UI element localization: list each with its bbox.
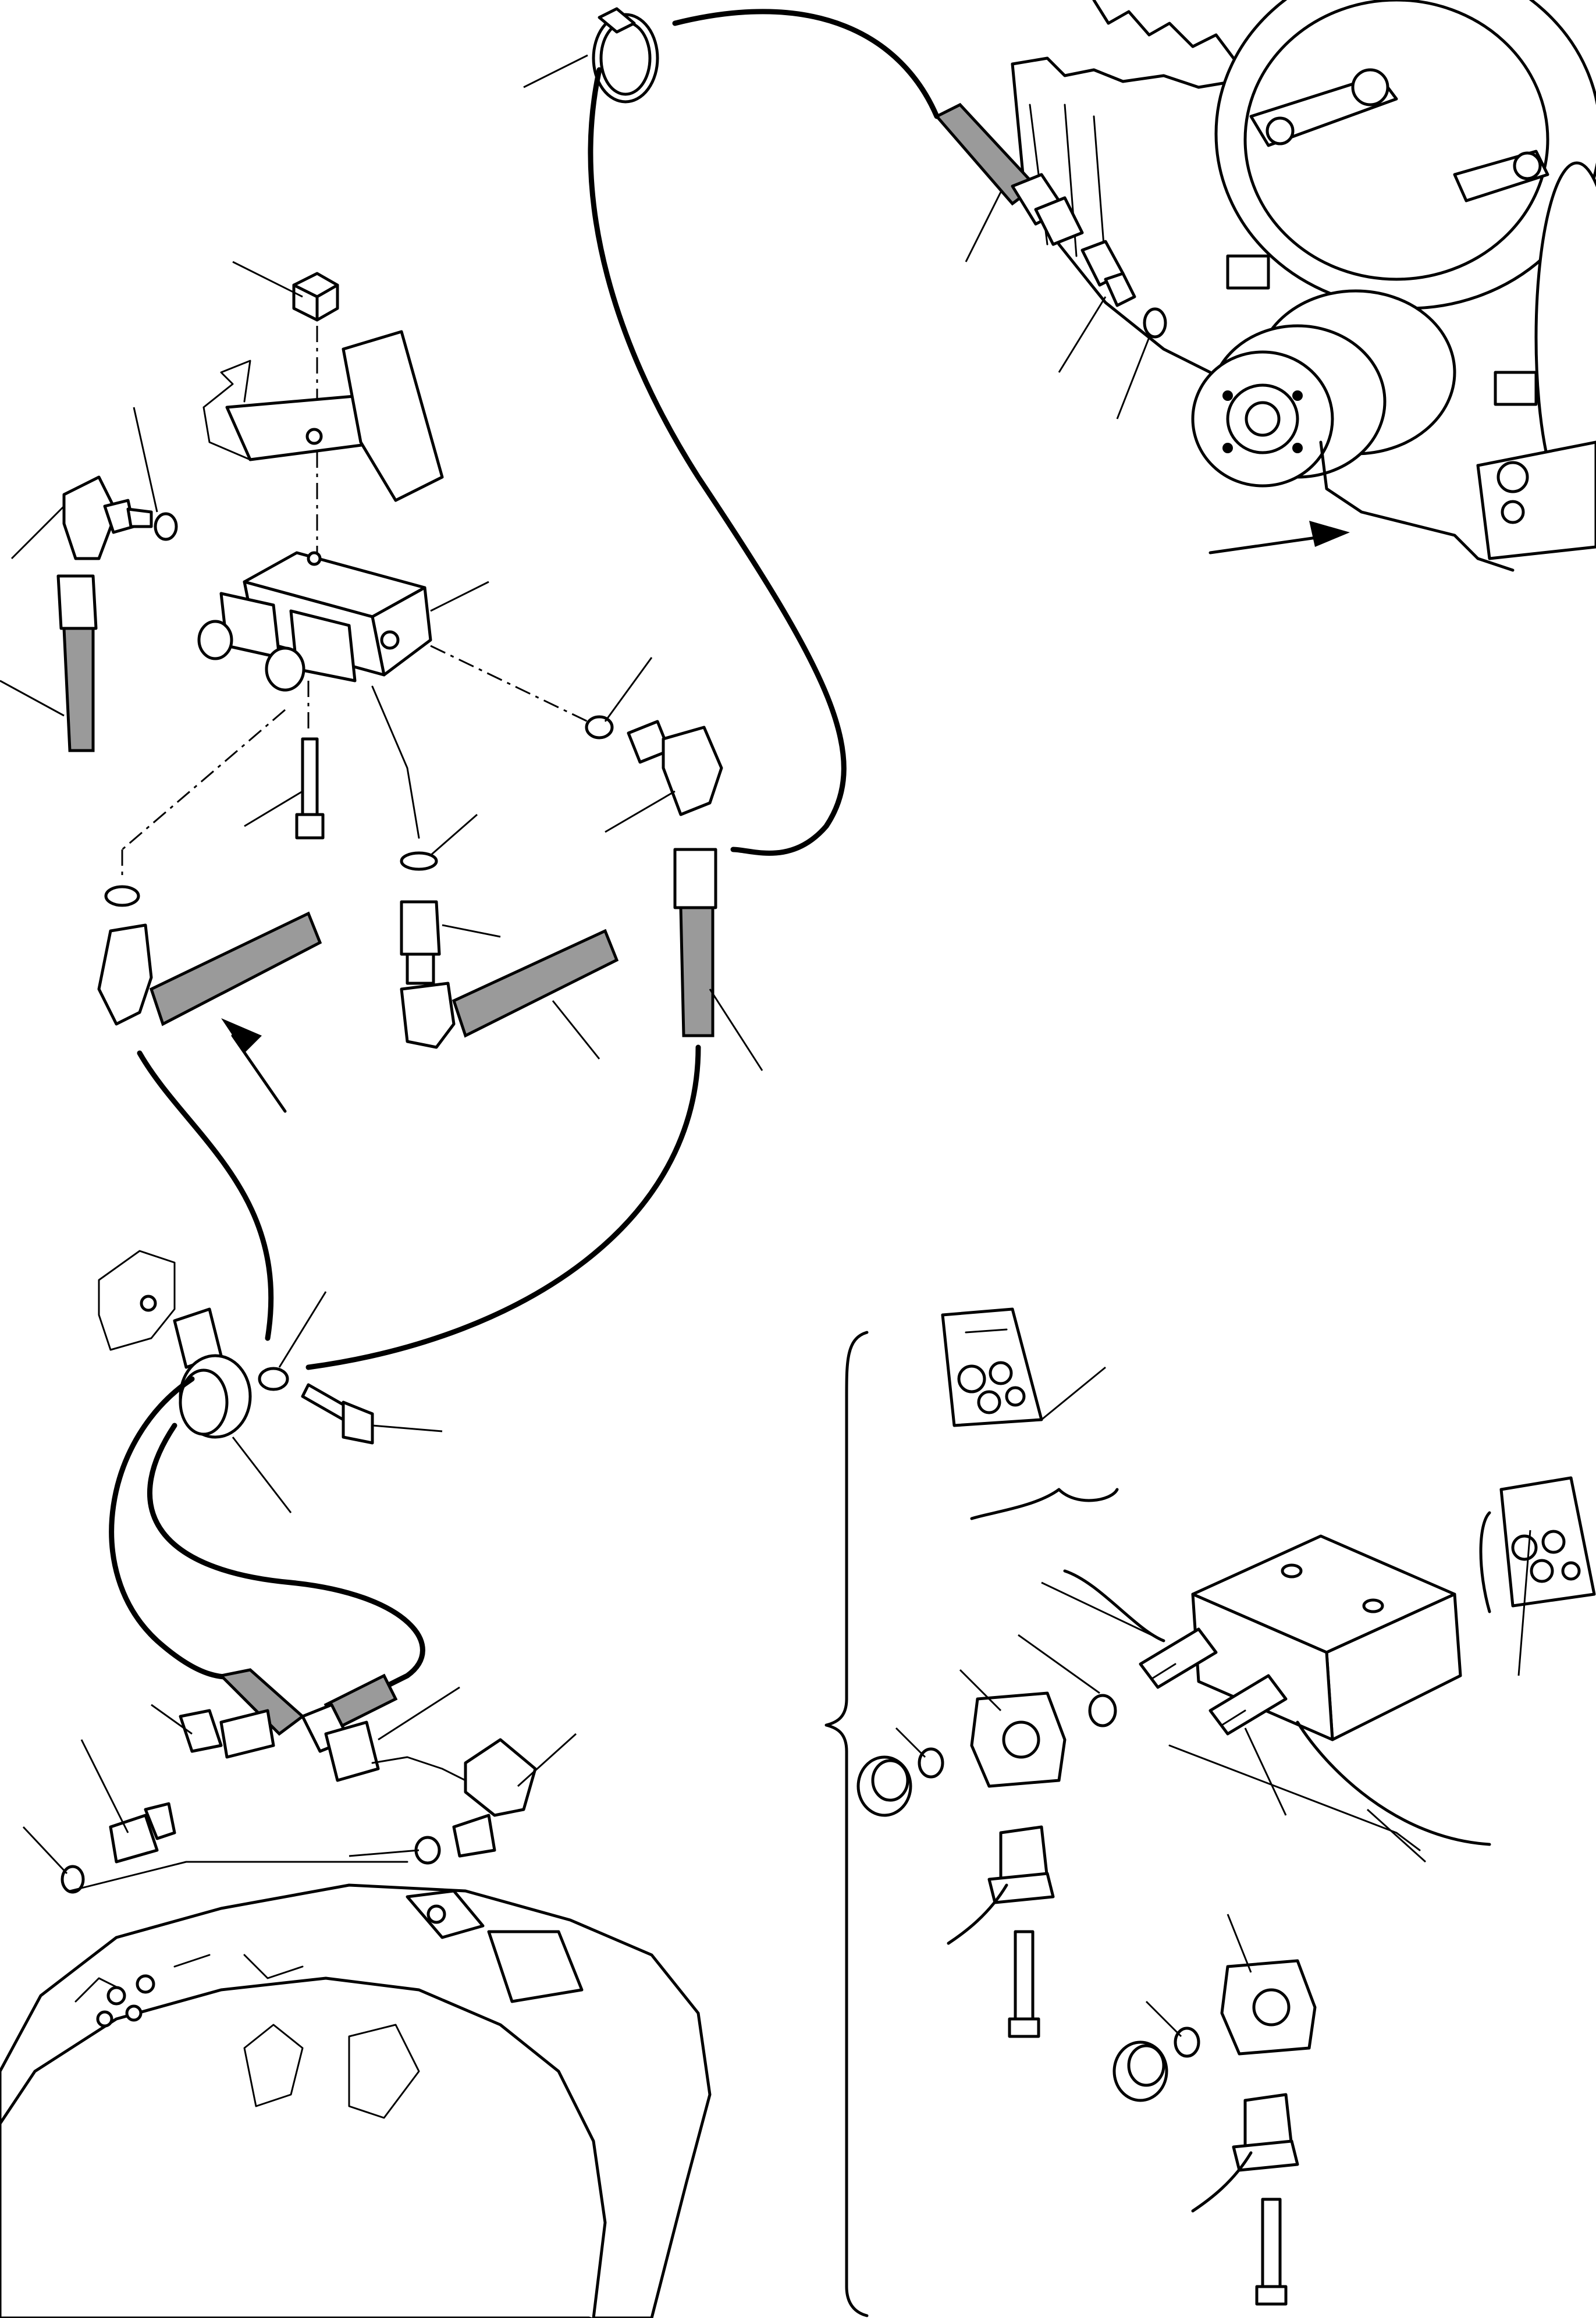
detail-connector-2 xyxy=(1191,2093,1299,2213)
o-ring-lower-left xyxy=(104,885,140,907)
inset-bracket xyxy=(824,1331,869,2317)
solenoid-coil xyxy=(197,592,357,692)
direction-arrow xyxy=(1208,534,1334,554)
leader-lines xyxy=(0,54,1531,2038)
detail-coil-2 xyxy=(1220,1959,1317,2056)
hose-end-fitting-top xyxy=(1080,240,1136,307)
o-ring-right xyxy=(585,715,614,740)
detail-o-ring-3 xyxy=(1174,2027,1200,2058)
o-ring-center xyxy=(400,851,438,871)
o-ring-lower-right xyxy=(414,1836,441,1865)
detail-solenoid-stem xyxy=(1139,1627,1288,1736)
bulkhead-bracket xyxy=(98,1250,223,1369)
detail-screw-2 xyxy=(1255,2198,1288,2306)
detail-connector-1 xyxy=(947,1825,1055,1945)
o-ring-top xyxy=(1143,307,1167,339)
grommet xyxy=(179,1354,252,1439)
mounting-bolt xyxy=(295,681,325,840)
hose-loop-main xyxy=(588,67,847,856)
hose-center xyxy=(400,929,619,1049)
adapter-lower xyxy=(109,1709,275,1864)
detail-nut-2 xyxy=(1112,2040,1168,2102)
bolt xyxy=(301,1383,374,1445)
hose-lower xyxy=(218,1668,398,1782)
cap-plug xyxy=(292,272,339,322)
hose-lower-left xyxy=(97,911,322,1026)
hose-right xyxy=(673,848,717,1037)
washer xyxy=(258,1367,289,1391)
o-ring-left xyxy=(154,512,178,541)
transmission-housing-top xyxy=(1011,0,1596,572)
direction-arrow-head xyxy=(1309,521,1350,547)
hose-clamp xyxy=(592,7,659,104)
detail-o-ring-2 xyxy=(918,1747,944,1779)
hose-left xyxy=(56,574,98,752)
bottom-transmission xyxy=(0,1861,712,2318)
straight-adapter xyxy=(400,900,441,985)
detail-coil-1 xyxy=(970,1691,1067,1788)
elbow-fitting-right xyxy=(627,720,723,816)
top-hose xyxy=(934,102,1084,246)
mounting-bracket xyxy=(202,330,444,502)
elbow-fitting-lower xyxy=(452,1738,537,1858)
detail-valve-block xyxy=(1191,1534,1462,1741)
seal-kit-top xyxy=(941,1307,1043,1427)
elbow-fitting-left xyxy=(62,475,153,560)
detail-nut-1 xyxy=(856,1755,912,1817)
detail-screw-1 xyxy=(1008,1930,1040,2038)
hose-loop-top xyxy=(672,9,940,119)
seal-kit-right xyxy=(1499,1476,1596,1608)
detail-o-ring xyxy=(1088,1694,1117,1727)
